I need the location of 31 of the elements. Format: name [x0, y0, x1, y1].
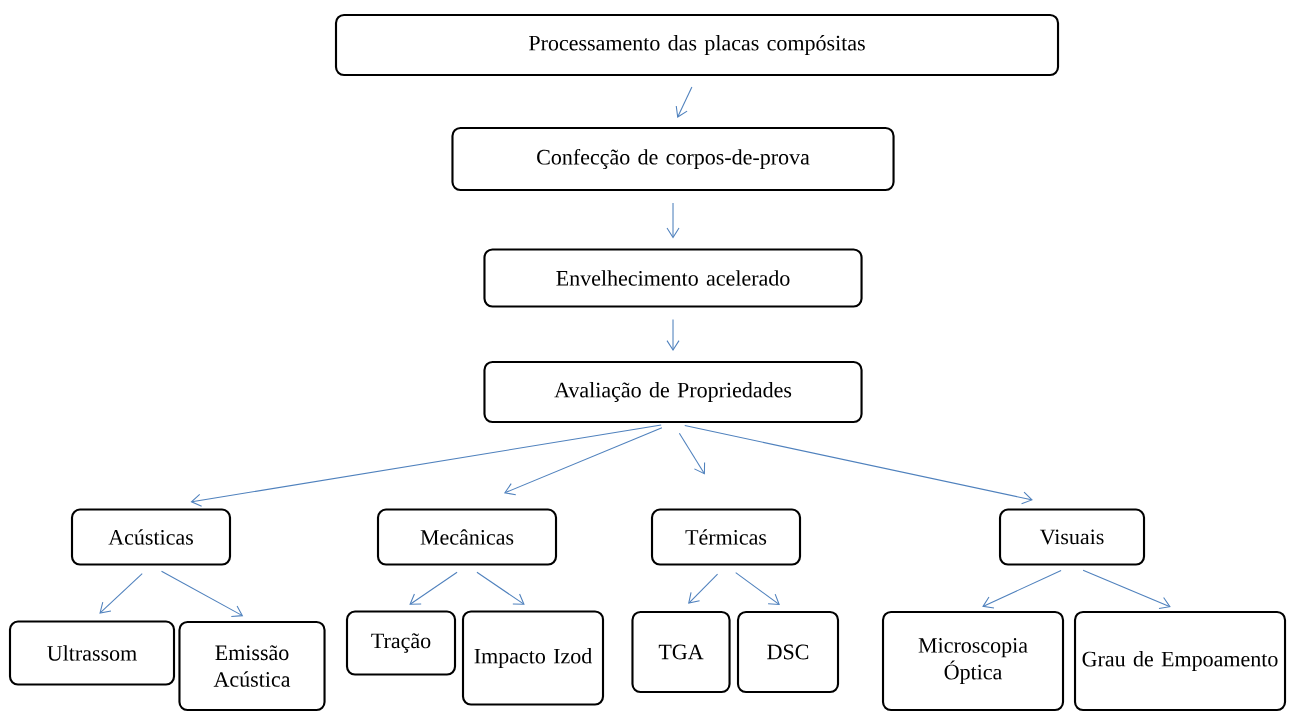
- process-box: Microscopia Óptica: [881, 610, 1065, 712]
- arrow: [688, 573, 719, 604]
- process-box: DSC: [736, 610, 840, 694]
- process-box: Grau de Empoamento: [1073, 610, 1287, 712]
- arrow: [735, 572, 780, 606]
- process-box: Processamento das placas compósitas: [334, 13, 1060, 77]
- arrow: [982, 570, 1062, 609]
- arrow: [161, 570, 244, 617]
- process-box: Confecção de corpos-de-prova: [451, 126, 895, 192]
- process-box: Emissão Acústica: [178, 620, 326, 712]
- process-box: Impacto Izod: [461, 610, 605, 706]
- arrow: [675, 86, 693, 118]
- arrow: [1082, 569, 1171, 610]
- process-box: Acústicas: [70, 508, 232, 566]
- arrow: [476, 571, 525, 605]
- process-box: Ultrassom: [8, 620, 176, 686]
- process-box: Envelhecimento acelerado: [483, 248, 863, 308]
- arrow: [99, 573, 143, 614]
- arrow: [503, 427, 663, 496]
- process-box: TGA: [631, 610, 731, 694]
- arrow: [678, 432, 706, 475]
- arrow: [190, 424, 662, 507]
- arrow: [409, 571, 458, 605]
- process-box: Tração: [345, 610, 457, 676]
- process-box: Visuais: [998, 508, 1146, 566]
- arrow: [666, 202, 680, 239]
- process-box: Avaliação de Propriedades: [483, 360, 863, 424]
- process-box: Mecânicas: [376, 508, 558, 566]
- arrow: [684, 425, 1033, 505]
- arrow: [666, 319, 680, 351]
- process-box: Térmicas: [650, 508, 802, 566]
